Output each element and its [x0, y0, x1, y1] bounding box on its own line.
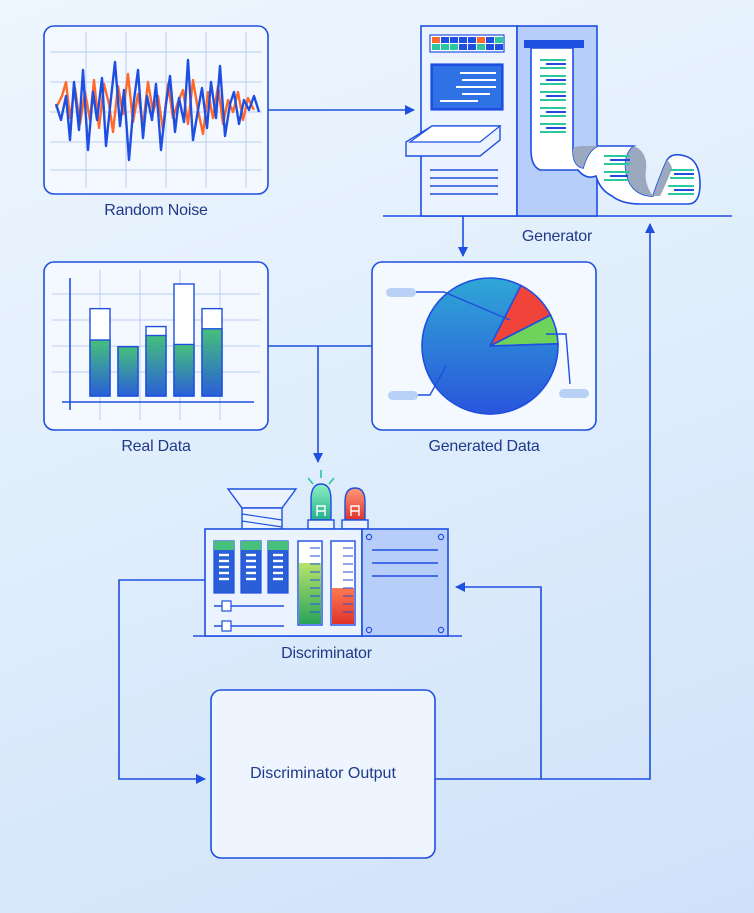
discriminator-output-label: Discriminator Output: [250, 765, 396, 782]
pie-callouts: [386, 288, 589, 400]
generated-data-pie: [421, 277, 559, 415]
real-data-panel: [43, 261, 269, 431]
real-bar: [89, 339, 111, 397]
random-noise-label: Random Noise: [104, 202, 208, 219]
discriminator-machine: [193, 470, 462, 637]
discriminator-meters: [297, 540, 356, 626]
arrow-discriminator-to-output: [118, 579, 206, 784]
arrow-output-to-generator: [541, 223, 655, 780]
arrow-output-to-discriminator: [435, 582, 542, 780]
generated-data-panel: [371, 261, 597, 431]
red-bulb-icon: [341, 487, 369, 530]
real-bar: [145, 334, 167, 397]
generator-screen: [430, 63, 504, 111]
real-data-bars: [89, 283, 223, 397]
noise-blue-signal: [54, 58, 261, 162]
pie-slice-blue: [421, 277, 559, 415]
real-bar: [173, 343, 195, 397]
discriminator-sliders: [214, 600, 284, 632]
random-noise-panel: [43, 25, 269, 195]
generator-label: Generator: [521, 228, 593, 245]
discriminator-hopper: [226, 488, 298, 530]
discriminator-output-box: [210, 689, 436, 859]
discriminator-side-panel: [365, 533, 445, 634]
discriminator-label: Discriminator: [281, 645, 372, 662]
discriminator-level-columns: [213, 540, 289, 594]
real-bar: [117, 346, 139, 397]
generator-indicator-lights: [429, 34, 505, 53]
real-bar: [201, 328, 223, 397]
generator-paper-output: [530, 47, 701, 205]
green-bulb-icon: [307, 470, 335, 530]
generator-machine: [383, 25, 732, 217]
flow-connectors: [118, 105, 655, 784]
generated-data-label: Generated Data: [428, 438, 540, 455]
real-data-label: Real Data: [121, 438, 191, 455]
